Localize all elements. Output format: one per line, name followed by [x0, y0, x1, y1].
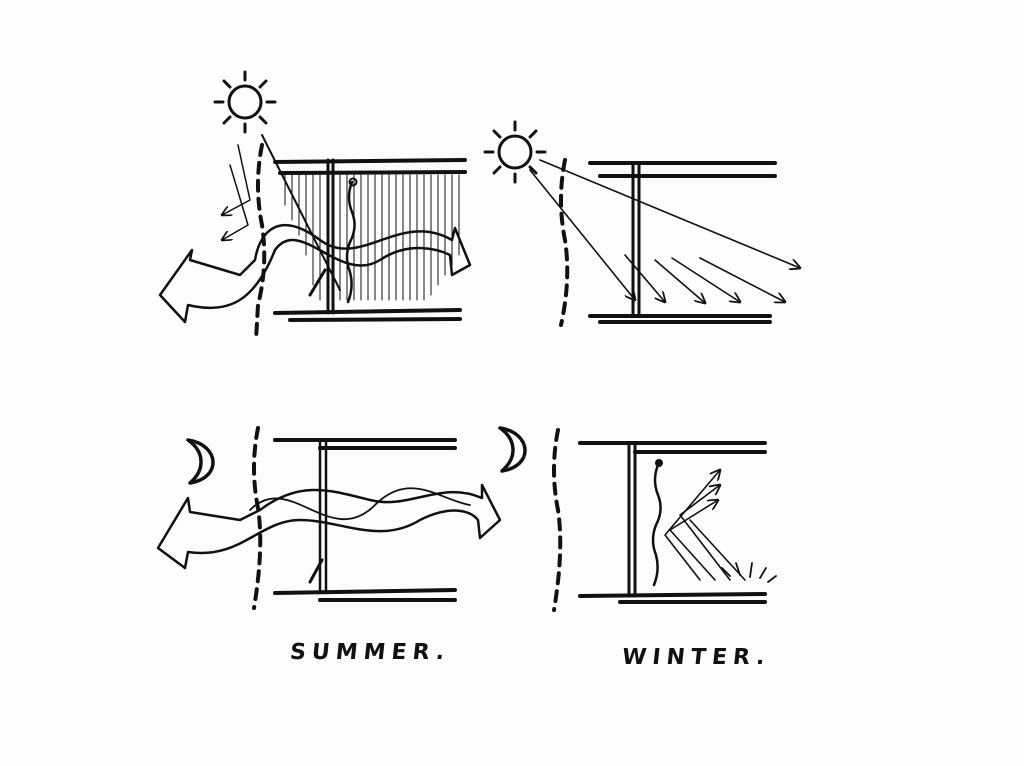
summer-night-panel	[156, 426, 502, 610]
summer-day-panel	[158, 70, 472, 342]
column	[627, 443, 637, 598]
sun-ray-arrow-icon	[222, 164, 249, 240]
radiant-heat-marks	[721, 562, 777, 583]
shade-device	[308, 558, 324, 584]
column	[326, 158, 335, 315]
heat-reflection-arrows	[664, 470, 746, 581]
floor-slab-top	[273, 438, 457, 450]
sun-icon	[213, 70, 277, 134]
floor-slab-bottom	[588, 314, 772, 324]
sun-icon	[483, 120, 547, 184]
sun-ray-arrow-icon	[222, 144, 251, 215]
shade-hatching	[284, 174, 460, 301]
blind-cord	[345, 180, 356, 304]
facade-line	[559, 158, 570, 327]
winter-day-panel	[483, 120, 800, 327]
shade-device	[308, 268, 327, 297]
cord-knob	[655, 459, 663, 467]
winter-night-panel	[498, 426, 777, 612]
floor-slab-top	[588, 161, 777, 178]
floor-slab-bottom	[578, 592, 767, 604]
blind-cord	[651, 463, 662, 587]
cord-knob	[348, 177, 358, 187]
winter-label: WINTER.	[620, 645, 772, 670]
sun-ray-arrow-icon	[529, 159, 800, 303]
floor-slab-top	[273, 158, 467, 175]
airflow-arrow-icon	[158, 223, 472, 324]
airflow-arrow-icon	[156, 483, 502, 570]
moon-icon	[186, 438, 215, 485]
facade-line	[252, 426, 263, 610]
sun-ray-line	[261, 134, 341, 291]
floor-slab-bottom	[273, 588, 457, 602]
floor-slab-bottom	[273, 308, 462, 322]
column	[318, 438, 328, 595]
floor-slab-top	[578, 441, 767, 454]
airflow-wave	[249, 487, 471, 520]
facade-line	[254, 143, 267, 342]
summer-label: SUMMER.	[288, 640, 452, 665]
facade-line	[552, 428, 563, 612]
column	[631, 163, 641, 318]
moon-icon	[498, 426, 527, 473]
